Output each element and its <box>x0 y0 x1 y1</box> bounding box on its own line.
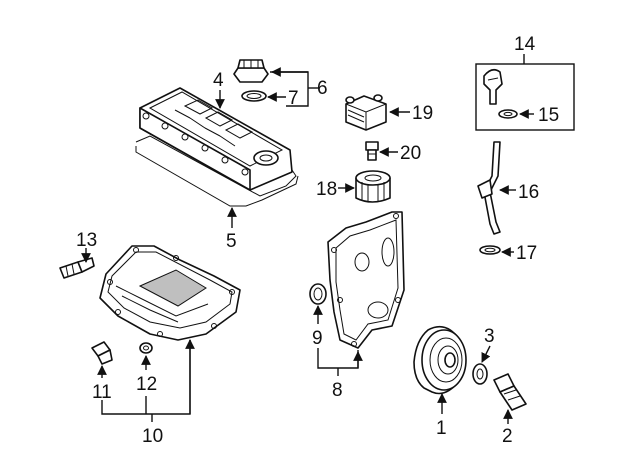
front-crank-seal <box>309 283 327 305</box>
pulley-washer <box>472 363 488 385</box>
dipstick-tube-oring <box>479 245 501 255</box>
callout-13: 13 <box>76 230 97 251</box>
drain-plug-washer <box>139 342 153 354</box>
oil-cooler <box>345 94 387 131</box>
callout-7: 7 <box>288 88 299 109</box>
callout-5: 5 <box>226 231 237 252</box>
callout-11: 11 <box>92 382 112 403</box>
leader-8 <box>317 348 359 369</box>
callout-3: 3 <box>484 326 495 347</box>
callout-6: 6 <box>317 78 328 99</box>
callout-20: 20 <box>400 143 421 164</box>
callout-16: 16 <box>518 182 539 203</box>
callout-18: 18 <box>316 179 337 200</box>
callout-15: 15 <box>538 105 559 126</box>
callout-8: 8 <box>332 380 343 401</box>
drain-plug <box>91 341 113 365</box>
oil-cooler-fitting <box>365 141 379 161</box>
crankshaft-pulley <box>413 325 467 395</box>
callout-19: 19 <box>412 103 433 124</box>
callout-9: 9 <box>312 328 323 349</box>
oil-pan-sensor <box>59 257 95 279</box>
callout-4: 4 <box>213 70 224 91</box>
timing-cover <box>327 211 405 349</box>
dipstick-tube <box>477 141 501 235</box>
callout-1: 1 <box>436 418 447 439</box>
oil-filler-cap <box>233 59 269 83</box>
valve-cover <box>139 87 293 191</box>
leader-3 <box>481 345 491 363</box>
dipstick-seal-ring <box>498 109 518 119</box>
part-14-box <box>475 63 575 131</box>
dipstick-handle <box>483 68 503 105</box>
oil-filter <box>355 170 391 203</box>
oil-pan <box>99 245 241 341</box>
callout-10: 10 <box>142 426 163 447</box>
callout-12: 12 <box>136 374 157 395</box>
callout-2: 2 <box>502 426 513 447</box>
callout-14: 14 <box>514 34 536 55</box>
cap-seal-ring <box>241 90 267 102</box>
callout-17: 17 <box>516 243 537 264</box>
pulley-bolt <box>493 373 527 411</box>
valve-cover-gasket <box>135 135 299 207</box>
